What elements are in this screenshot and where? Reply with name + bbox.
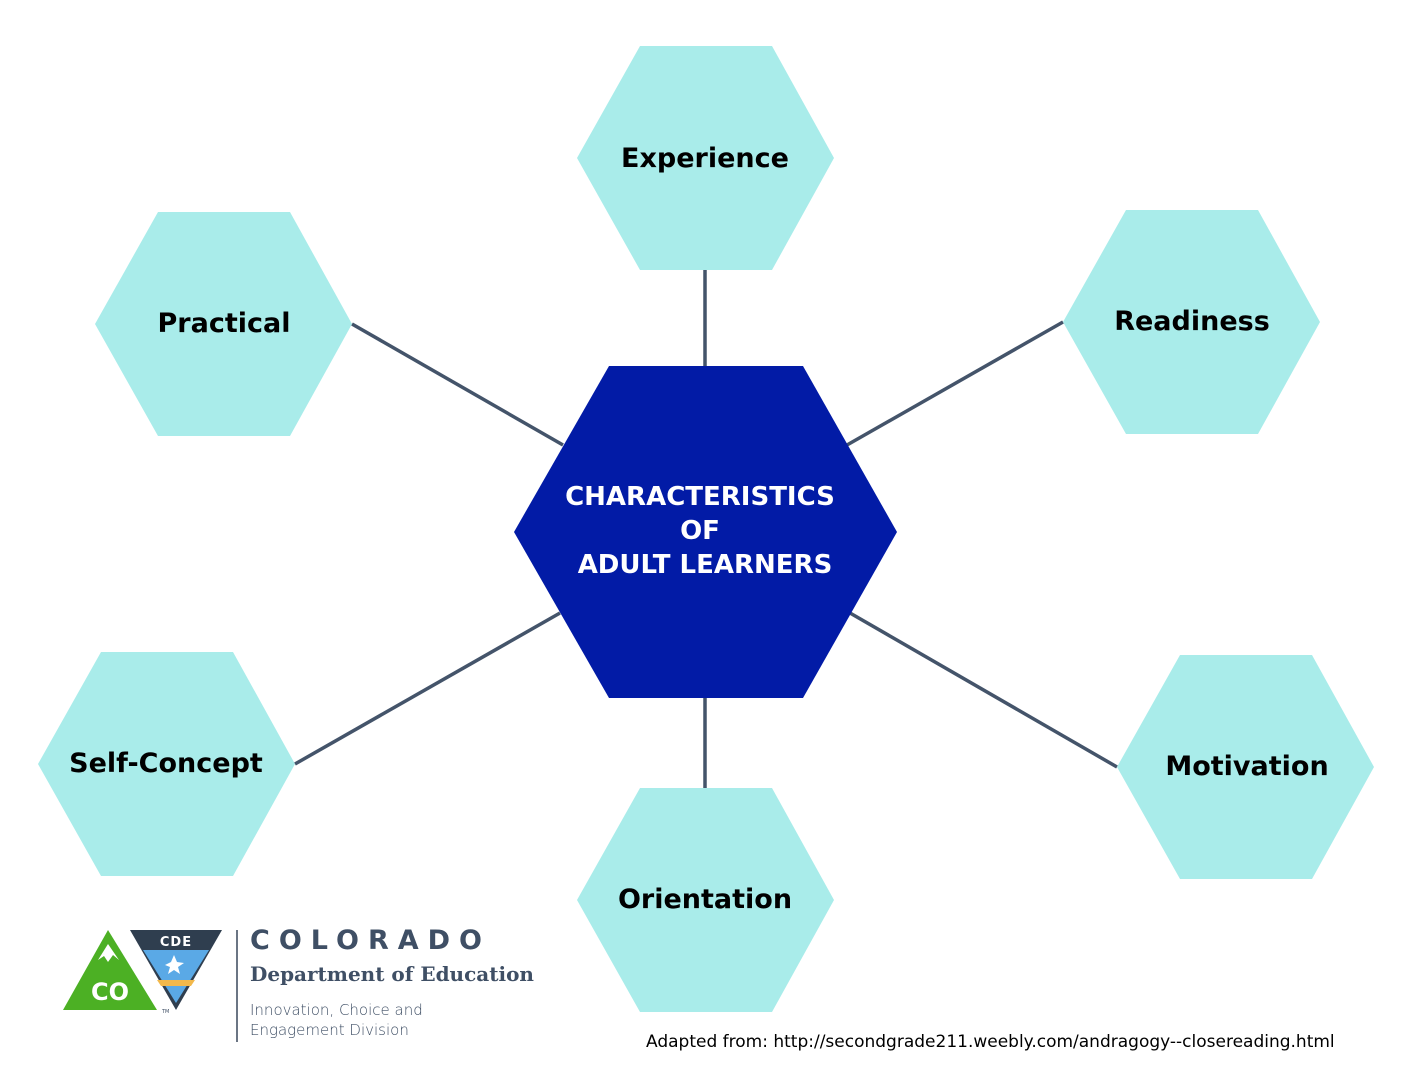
node-practical: Practical — [95, 212, 352, 436]
star-icon — [165, 955, 184, 974]
snowcap-icon — [98, 944, 119, 962]
co-logo: CO TM — [63, 930, 169, 1015]
cde-logo: CDE — [130, 930, 222, 1010]
node-label: Experience — [621, 143, 789, 174]
sky-icon — [143, 950, 209, 1003]
logo-title: COLORADO — [250, 925, 492, 956]
node-label: Readiness — [1114, 306, 1270, 337]
trademark: TM — [161, 1009, 169, 1015]
connector-self-concept — [294, 611, 561, 766]
logo-division-line2: Engagement Division — [250, 1021, 409, 1039]
hexagon — [1063, 210, 1320, 434]
connector-motivation — [849, 611, 1118, 769]
node-experience: Experience — [577, 46, 834, 270]
center-label-line1: CHARACTERISTICS — [565, 482, 835, 512]
node-label: Orientation — [618, 884, 792, 915]
center-hexagon — [514, 366, 897, 698]
logo-divider — [236, 930, 238, 1042]
sun-icon — [157, 980, 195, 986]
node-self-concept: Self-Concept — [38, 652, 295, 876]
co-badge-text: CO — [91, 978, 129, 1006]
hexagon — [577, 46, 834, 270]
center-label-line3: ADULT LEARNERS — [578, 550, 833, 580]
hexagon — [1117, 655, 1374, 879]
node-label: Self-Concept — [69, 748, 263, 779]
node-readiness: Readiness — [1063, 210, 1320, 434]
node-label: Motivation — [1165, 751, 1328, 782]
mountain-triangle-icon — [63, 930, 157, 1010]
center-label-line2: OF — [680, 516, 720, 546]
source-citation: Adapted from: http://secondgrade211.weeb… — [646, 1032, 1335, 1052]
connector-readiness — [846, 320, 1064, 447]
connectors — [294, 270, 1118, 788]
hexagon — [95, 212, 352, 436]
node-label: Practical — [158, 308, 291, 339]
cde-badge-text: CDE — [160, 935, 192, 950]
node-motivation: Motivation — [1117, 655, 1374, 879]
connector-practical — [351, 322, 564, 447]
node-orientation: Orientation — [577, 788, 834, 1012]
logo-division-line1: Innovation, Choice and — [250, 1001, 423, 1019]
logo-text: COLORADO Department of Education Innovat… — [250, 925, 534, 1040]
logo-department: Department of Education — [250, 962, 534, 986]
hexagon — [577, 788, 834, 1012]
hexagon — [38, 652, 295, 876]
